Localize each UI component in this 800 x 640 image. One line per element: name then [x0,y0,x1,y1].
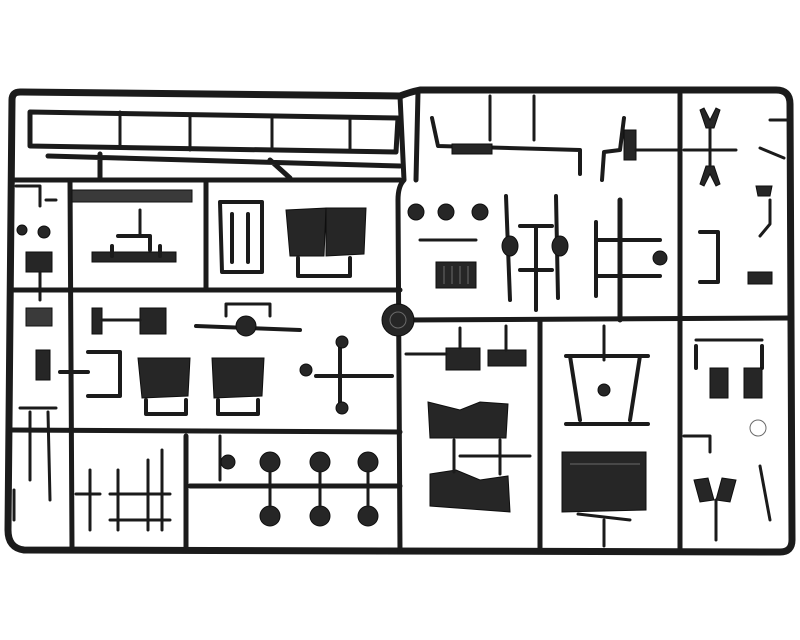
sprue-gates [7,89,793,555]
radiator-part [435,261,477,289]
flatbed-plate-part [71,189,193,263]
linkage-parts [407,203,489,242]
small-parts-left-column [12,184,58,522]
round-hub-part [381,303,415,337]
axle-shaft-part [194,302,302,337]
small-block-parts [58,307,167,398]
seat-part-top [285,207,367,278]
pliers-shaped-part [682,107,738,187]
bracket-frame-part [218,200,264,274]
small-parts-right-column [747,118,792,285]
seat-part-middle [137,357,265,416]
wheel-parts-row [218,434,379,527]
fender-parts [427,401,532,513]
cab-panel-part [561,451,647,548]
chassis-cross-frame [564,324,650,426]
suspension-parts-right [594,220,720,298]
valve-cross-part [299,335,394,415]
spring-parts [501,194,569,312]
small-parts-bottom-right [682,338,772,542]
chassis-ladder-part [27,109,403,181]
gearbox-part [404,324,527,371]
pipe-parts-top-right [430,94,682,182]
small-rods-bottom-left [74,448,172,532]
